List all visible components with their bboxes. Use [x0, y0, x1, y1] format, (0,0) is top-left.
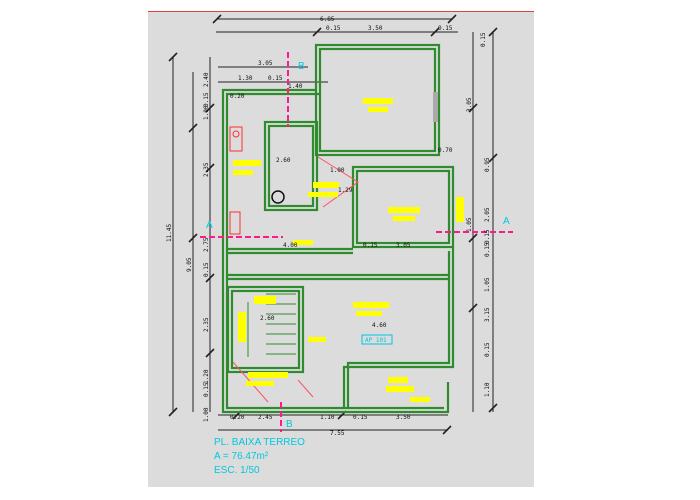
dim-right-0: 0.15 [480, 32, 487, 47]
dim-bottom-total: 7.55 [330, 430, 345, 437]
dim-top-total: 6.85 [320, 16, 335, 23]
plan-title: PL. BAIXA TERREO [214, 437, 305, 448]
dim-right-9: 1.10 [484, 382, 491, 397]
dim-mid-6: 2.60 [260, 315, 275, 322]
dim-left-4: 1.00 [203, 105, 210, 120]
dim-mid-3: 1.00 [330, 167, 345, 174]
dim-left-3: 0.15 [203, 92, 210, 107]
dim-bottom-1: 2.45 [258, 414, 273, 421]
section-mark-b-top: B [298, 61, 305, 72]
section-mark-b-bottom: B [286, 419, 293, 430]
dim-left-5: 2.35 [203, 162, 210, 177]
dim-top-inner-4: 0.20 [230, 93, 245, 100]
dim-left-2: 2.40 [203, 72, 210, 87]
section-mark-a-left: A [206, 220, 213, 231]
walls [221, 43, 455, 414]
title-block: PL. BAIXA TERREO A = 76.47m² ESC. 1/50 [214, 437, 305, 476]
dim-mid-7: 2.60 [276, 157, 291, 164]
dim-right-3: 2.05 [484, 207, 491, 222]
dim-right-5: 0.15 [484, 242, 491, 257]
dim-left-1: 9.05 [186, 257, 193, 272]
dim-right-7: 3.15 [484, 307, 491, 322]
dim-right-10: 1.05 [466, 217, 473, 232]
dim-top-inner-2: 0.15 [268, 75, 283, 82]
dim-left-9: 1.20 [203, 369, 210, 384]
dim-bottom-3: 0.15 [353, 414, 368, 421]
dim-bottom-0: 0.20 [230, 414, 245, 421]
room-labels [233, 98, 464, 402]
dim-mid-0: 4.00 [283, 242, 298, 249]
dim-mid-5: 4.60 [372, 322, 387, 329]
dim-right-1: 3.05 [466, 97, 473, 112]
dimension-ticks [168, 14, 498, 435]
dim-left-11: 1.00 [203, 407, 210, 422]
dimension-lines [172, 18, 494, 431]
fixtures [229, 92, 438, 235]
section-mark-a-right: A [503, 216, 510, 227]
dim-mid-1: 0.15 [363, 242, 378, 249]
plan-area: A = 76.47m² [214, 451, 269, 462]
dim-left-8: 2.35 [203, 317, 210, 332]
dimension-texts: 6.85 0.15 3.50 0.15 3.05 1.30 0.15 1.40 … [230, 16, 453, 437]
dim-top-1: 0.15 [326, 25, 341, 32]
dim-left-0: 11.45 [166, 224, 173, 242]
dim-right-6: 1.05 [484, 277, 491, 292]
dim-mid-2: 3.05 [396, 242, 411, 249]
section-marks: A A B B [206, 61, 510, 430]
dim-mid-4: 0.70 [438, 147, 453, 154]
dim-top-inner-0: 3.05 [258, 60, 273, 67]
dim-top-inner-1: 1.30 [238, 75, 253, 82]
unit-tag: AP 101 [365, 337, 387, 344]
dim-top-3: 0.15 [438, 25, 453, 32]
floor-plan-svg: 6.85 0.15 3.50 0.15 3.05 1.30 0.15 1.40 … [166, 14, 513, 476]
dim-top-2: 3.50 [368, 25, 383, 32]
dim-right-8: 0.15 [484, 342, 491, 357]
dim-mid-8: 1.29 [338, 187, 353, 194]
unit-tag-box [361, 334, 393, 345]
plan-scale: ESC. 1/50 [214, 465, 260, 476]
dim-right-4: 0.15 [484, 229, 491, 244]
dim-bottom-2: 1.10 [320, 414, 335, 421]
dim-top-inner-3: 1.40 [288, 83, 303, 90]
dim-left-7: 0.15 [203, 262, 210, 277]
dim-bottom-4: 3.50 [396, 414, 411, 421]
dim-left-6: 2.75 [203, 237, 210, 252]
cad-viewport[interactable]: 6.85 0.15 3.50 0.15 3.05 1.30 0.15 1.40 … [148, 11, 534, 487]
section-lines [200, 52, 513, 432]
dim-left-10: 0.15 [203, 382, 210, 397]
dimension-texts-vertical: 11.45 9.05 2.40 0.15 1.00 2.35 2.75 0.15… [166, 32, 491, 422]
dim-right-2: 0.95 [484, 157, 491, 172]
